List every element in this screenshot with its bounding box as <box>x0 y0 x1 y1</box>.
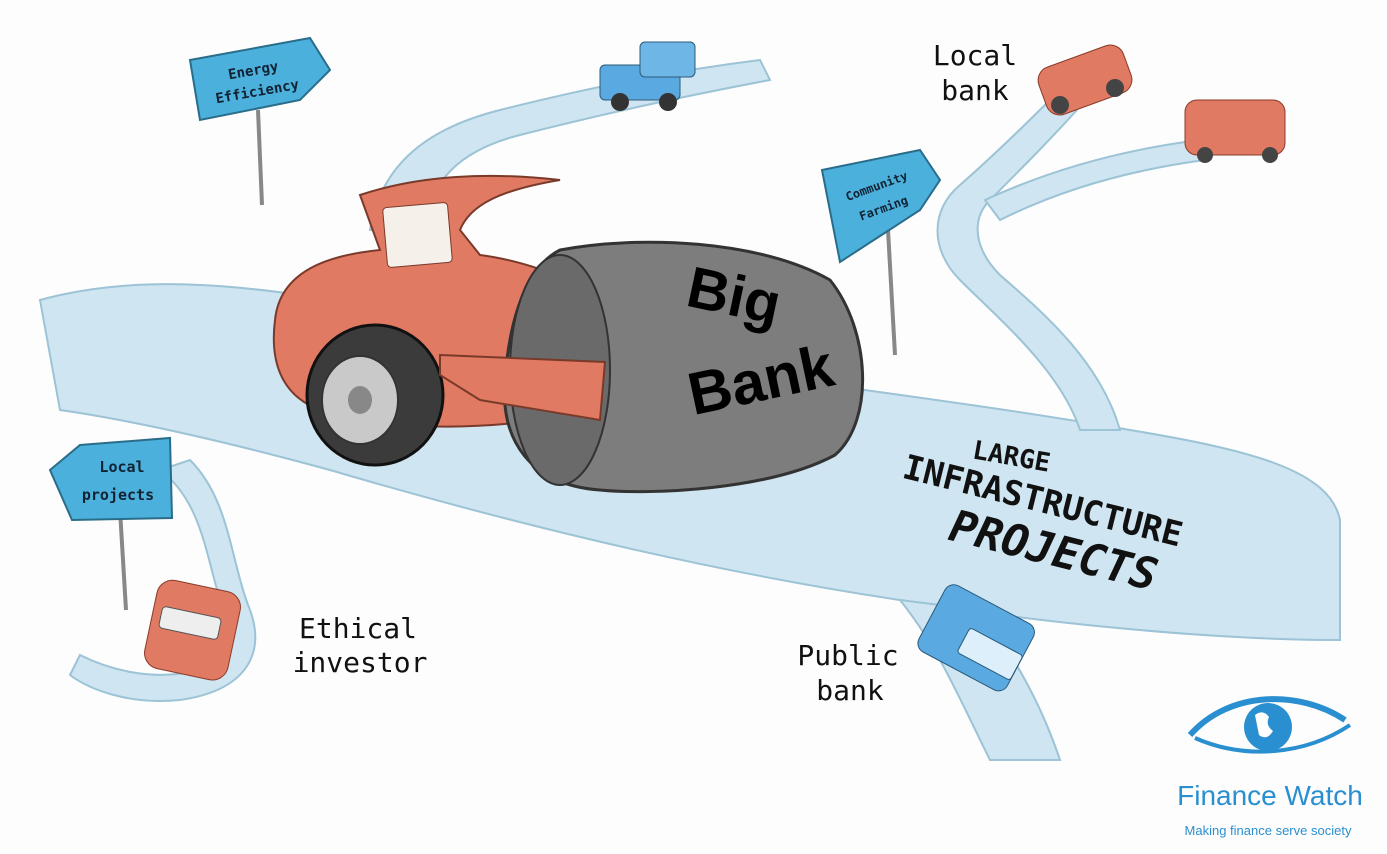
label-public-bank-line1: Public <box>797 639 898 672</box>
road-local-bank <box>936 78 1122 431</box>
label-ethical-investor-line1: Ethical <box>299 612 417 645</box>
pickup-truck <box>599 41 696 111</box>
finance-watch-logo: Finance Watch Making finance serve socie… <box>1177 696 1363 838</box>
roller-arm <box>439 353 607 422</box>
public-bank-bus <box>917 584 1035 692</box>
sign-community-farming: Community Farming <box>820 148 942 356</box>
roller-rear-wheel <box>305 323 445 467</box>
label-local-bank-line1: Local <box>933 39 1017 72</box>
label-public-bank-line2: bank <box>816 674 884 707</box>
orange-van <box>1184 99 1286 163</box>
sign-energy-efficiency: Energy Efficiency <box>188 36 332 206</box>
label-local-bank-line2: bank <box>941 74 1009 107</box>
sign-local-projects-line2: projects <box>82 486 154 504</box>
logo-tagline: Making finance serve society <box>1185 823 1352 838</box>
sign-local-projects: Local projects <box>48 436 174 611</box>
ethical-investor-car <box>144 579 241 681</box>
label-ethical-investor-line2: investor <box>293 646 428 679</box>
logo-name: Finance Watch <box>1177 780 1363 811</box>
sign-local-projects-line1: Local <box>99 458 144 476</box>
steamroller: Big Bank <box>272 174 865 494</box>
local-bank-suv <box>1037 44 1133 116</box>
